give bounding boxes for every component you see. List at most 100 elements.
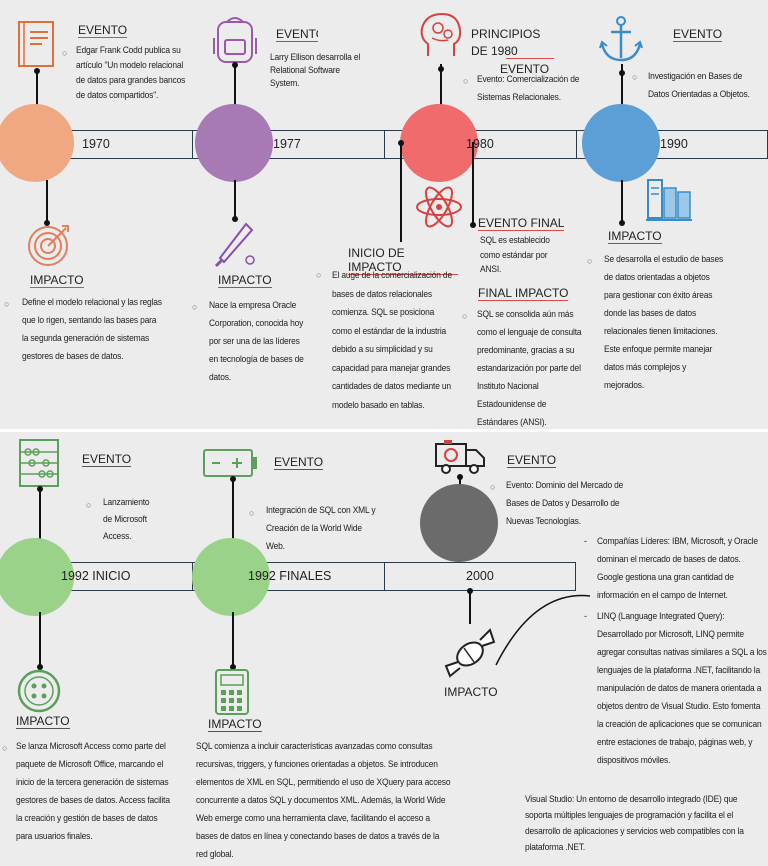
impact-1977-text: Nace la empresa Oracle Corporation, cono… <box>209 300 304 383</box>
event-final-1980-text: SQL es establecido como estándar por ANS… <box>480 235 550 275</box>
year-1992-finales: 1992 FINALES <box>248 569 332 583</box>
node-1970 <box>0 104 74 182</box>
calculator-icon <box>215 669 249 715</box>
bullet: ○ <box>4 299 10 309</box>
candy-icon <box>444 628 496 678</box>
connector-dot <box>232 216 238 222</box>
event-final-1980-title: EVENTO FINAL <box>478 216 565 231</box>
impact-1992b-text: SQL comienza a incluir características a… <box>196 741 451 860</box>
event-1992a-text: Lanzamiento de Microsoft Access. <box>103 497 150 542</box>
connector-dot <box>619 70 625 76</box>
node-1992-finales <box>192 538 270 616</box>
bullet: ○ <box>316 270 322 280</box>
year-1990: 1990 <box>660 137 688 151</box>
atom-icon <box>416 186 462 228</box>
bullet: ○ <box>490 482 496 492</box>
node-1977 <box>195 104 273 182</box>
impact-1990-title: IMPACTO <box>608 229 662 244</box>
node-1990 <box>582 104 660 182</box>
backpack-icon <box>213 17 257 63</box>
event-1980-text: Evento: Comercialización de Sistemas Rel… <box>477 74 580 103</box>
connector <box>234 64 236 124</box>
event-1992b-title: EVENTO <box>274 455 324 470</box>
node-2000 <box>420 484 498 562</box>
book-icon <box>18 21 54 67</box>
target-icon <box>28 225 69 266</box>
connector <box>232 478 234 544</box>
bullet: ○ <box>192 302 198 312</box>
battery-icon <box>203 449 257 477</box>
connector-dot <box>470 222 476 228</box>
event-1970-text: Edgar Frank Codd publica su artículo "Un… <box>76 45 186 101</box>
bullet: ○ <box>462 311 468 321</box>
year-1977: 1977 <box>273 137 301 151</box>
anchor-icon <box>599 16 643 62</box>
impact-1992a-title: IMPACTO <box>16 714 70 729</box>
curved-arrow <box>495 594 591 666</box>
server-rack-icon <box>646 179 692 221</box>
bullet: ○ <box>587 256 593 266</box>
connector-dot <box>230 476 236 482</box>
connector <box>39 488 41 546</box>
connector-dot <box>398 140 404 146</box>
impact-1992b-title: IMPACTO <box>208 717 262 732</box>
connector <box>621 180 623 224</box>
baseball-bat-icon <box>214 222 255 268</box>
bullet-dash: - <box>584 536 587 546</box>
bullet: ○ <box>463 76 469 86</box>
ambulance-icon <box>435 440 485 474</box>
event-1980-sub: EVENTO <box>500 62 550 76</box>
impact-2000-bullet-1: Compañías Líderes: IBM, Microsoft, y Ora… <box>597 536 758 601</box>
connector-dot <box>37 486 43 492</box>
bullet-dash: - <box>584 611 587 621</box>
year-1980: 1980 <box>466 137 494 151</box>
impact-1992a-text: Se lanza Microsoft Access como parte del… <box>16 741 170 842</box>
connector-dot <box>230 664 236 670</box>
abacus-icon <box>19 439 59 487</box>
connector <box>39 612 41 668</box>
event-1990-text: Investigación en Bases de Datos Orientad… <box>648 71 750 100</box>
event-2000-text: Evento: Dominio del Mercado de Bases de … <box>506 480 624 527</box>
node-1980 <box>400 104 478 182</box>
visual-studio-note: Visual Studio: Un entorno de desarrollo … <box>525 794 744 853</box>
connector <box>232 612 234 668</box>
connector-dot <box>438 66 444 72</box>
section-divider <box>0 429 768 432</box>
event-1970-title: EVENTO <box>78 23 128 38</box>
event-1990-title: EVENTO <box>673 27 723 42</box>
year-2000: 2000 <box>466 569 494 583</box>
connector <box>621 64 623 104</box>
impact-1970-title: IMPACTO <box>30 273 84 288</box>
connector-dot <box>467 588 473 594</box>
impact-1970-text: Define el modelo relacional y las reglas… <box>22 297 162 362</box>
impact-1980-start-title: INICIO DE IMPACTO <box>348 246 405 274</box>
connector-dot <box>37 664 43 670</box>
event-1992b-text: Integración de SQL con XML y Creación de… <box>266 505 376 552</box>
impact-2000-title: IMPACTO <box>444 685 498 699</box>
connector <box>472 142 474 226</box>
event-1980-title: PRINCIPIOS DE 1980 <box>471 27 541 58</box>
event-1977-text: Larry Ellison desarrolla el Relational S… <box>270 52 361 89</box>
year-1970: 1970 <box>82 137 110 151</box>
impact-1977-title: IMPACTO <box>218 273 272 288</box>
node-1992-inicio <box>0 538 74 616</box>
button-icon <box>17 669 61 713</box>
event-1980-underline <box>506 58 554 59</box>
connector-dot <box>619 220 625 226</box>
connector <box>469 590 471 624</box>
year-1992-inicio: 1992 INICIO <box>61 569 131 583</box>
connector <box>400 142 402 242</box>
event-2000-title: EVENTO <box>507 453 557 468</box>
connector-dot <box>44 220 50 226</box>
connector-dot <box>34 68 40 74</box>
impact-2000-bullet-2: LINQ (Language Integrated Query): Desarr… <box>597 611 767 766</box>
timeline-bar-bottom <box>0 562 576 591</box>
connector <box>46 180 48 224</box>
impact-1980-start-text: El auge de la comercialización de bases … <box>332 270 452 411</box>
connector-dot <box>232 62 238 68</box>
event-1977-title: EVENTO <box>276 27 318 42</box>
bullet: ○ <box>2 743 8 753</box>
final-impact-1980-text: SQL se consolida aún más como el lenguaj… <box>477 309 582 428</box>
impact-1990-text: Se desarrolla el estudio de bases de dat… <box>604 254 724 391</box>
bullet: ○ <box>86 500 92 510</box>
